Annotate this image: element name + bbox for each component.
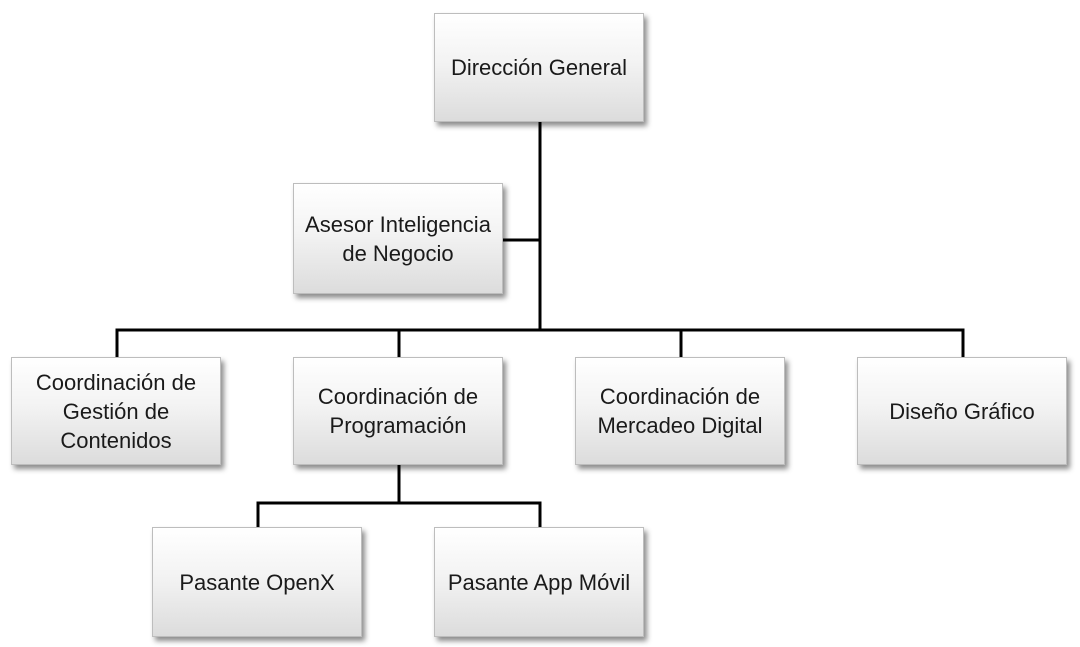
node-coordinacion-mercadeo: Coordinación de Mercadeo Digital xyxy=(575,357,785,465)
node-direccion-general-label: Dirección General xyxy=(450,55,628,80)
node-direccion-general: Dirección General xyxy=(434,13,644,122)
node-asesor-inteligencia-label: Asesor Inteligencia de Negocio xyxy=(305,211,491,266)
node-pasante-openx-label: Pasante OpenX xyxy=(179,569,335,595)
node-coordinacion-programacion: Coordinación de Programación xyxy=(293,357,503,465)
node-coordinacion-gestion: Coordinación de Gestión de Contenidos xyxy=(11,357,221,465)
node-pasante-app-movil: Pasante App Móvil xyxy=(434,527,644,637)
node-coordinacion-gestion-label: Coordinación de Gestión de Contenidos xyxy=(35,369,197,453)
node-pasante-openx: Pasante OpenX xyxy=(152,527,362,637)
node-diseno-grafico-label: Diseño Gráfico xyxy=(889,398,1035,424)
node-coordinacion-mercadeo-label: Coordinación de Mercadeo Digital xyxy=(597,384,763,438)
node-coordinacion-programacion-label: Coordinación de Programación xyxy=(317,384,479,438)
node-asesor-inteligencia: Asesor Inteligencia de Negocio xyxy=(293,183,503,294)
node-diseno-grafico: Diseño Gráfico xyxy=(857,357,1067,465)
node-pasante-app-movil-label: Pasante App Móvil xyxy=(447,569,631,595)
